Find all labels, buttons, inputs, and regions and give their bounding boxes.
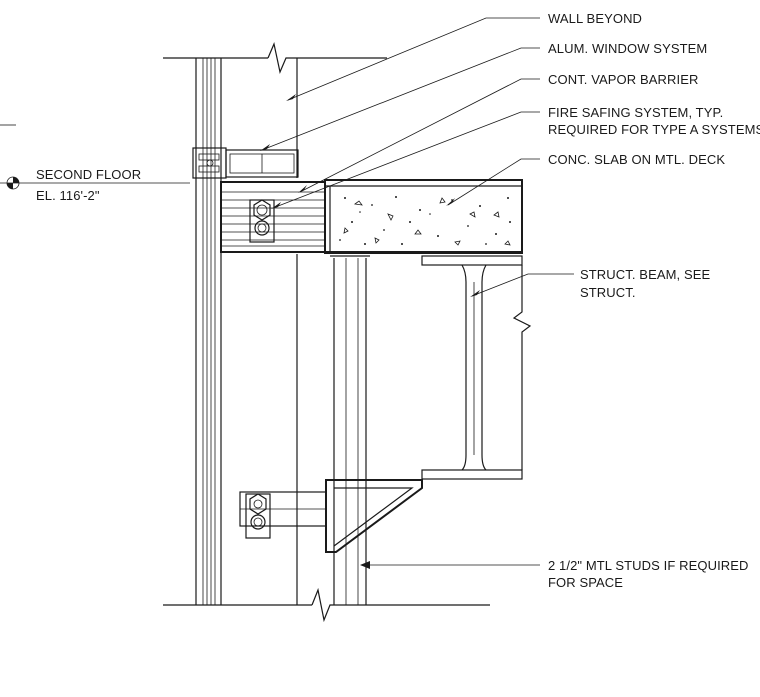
arrow-vapor-barrier <box>298 185 307 193</box>
arrow-studs <box>360 561 370 569</box>
concrete-slab <box>324 179 523 254</box>
frame-profile-bottom <box>198 165 220 173</box>
concrete-hatch <box>339 196 511 245</box>
note-fire-safing-line-2: REQUIRED FOR TYPE A SYSTEMS <box>548 122 760 137</box>
note-studs-line-2: FOR SPACE <box>548 575 623 590</box>
level-target-quadrant-1 <box>13 177 19 183</box>
note-struct-beam-line-2: STRUCT. <box>580 285 636 300</box>
slab-outline <box>324 179 523 254</box>
window-frame-profile <box>192 147 299 179</box>
frame-gasket <box>206 159 214 167</box>
leader-vapor-barrier <box>299 78 540 193</box>
bracket-anchor-washer <box>250 514 266 530</box>
safing-anchor-bolt-1 <box>256 204 268 216</box>
level-name: SECOND FLOOR <box>36 167 141 182</box>
note-struct-beam-line-1: STRUCT. BEAM, SEE <box>580 267 711 282</box>
concrete-aggregate <box>343 197 511 246</box>
window-mullion <box>195 58 222 605</box>
beam-top-flange <box>421 255 523 266</box>
wall-bottom-break-line <box>311 587 490 623</box>
note-conc-slab: CONC. SLAB ON MTL. DECK <box>548 152 725 167</box>
leader-fire-safing <box>272 111 540 209</box>
bracket-stiffener <box>333 487 414 547</box>
note-vapor-barrier: CONT. VAPOR BARRIER <box>548 72 698 87</box>
steel-beam <box>330 255 532 480</box>
beam-web-right <box>481 264 487 471</box>
level-marker: SECOND FLOOR EL. 116'-2" <box>0 124 190 203</box>
support-bracket <box>239 479 423 553</box>
arrow-window-system <box>260 144 270 151</box>
leader-window-system <box>261 47 540 151</box>
safing-anchor-nut-icon <box>253 199 271 221</box>
note-wall-beyond: WALL BEYOND <box>548 11 642 26</box>
wall-beyond <box>163 42 490 623</box>
safing-anchor-washer <box>254 220 270 236</box>
frame-profile-top <box>198 153 220 161</box>
leader-wall-beyond <box>287 17 540 101</box>
safing-anchor-bolt-2 <box>257 223 267 233</box>
metal-studs <box>333 258 367 605</box>
note-window-system: ALUM. WINDOW SYSTEM <box>548 41 707 56</box>
bracket-anchor-bolt-2 <box>253 517 263 527</box>
leader-conc-slab <box>447 158 540 206</box>
wall-top-break-line <box>267 42 387 74</box>
beam-bottom-flange <box>421 469 523 480</box>
arrow-fire-safing <box>271 202 281 209</box>
note-fire-safing-line-1: FIRE SAFING SYSTEM, TYP. <box>548 105 723 120</box>
level-elevation: EL. 116'-2" <box>36 188 100 203</box>
fire-safing <box>220 181 326 253</box>
arrow-wall-beyond <box>286 94 296 101</box>
leader-struct-beam <box>471 273 574 297</box>
bracket-anchor-bolt-1 <box>253 499 263 509</box>
bracket-outline <box>325 479 423 553</box>
level-target-quadrant-2 <box>7 183 13 189</box>
beam-web-left <box>461 264 467 471</box>
beam-break-line <box>512 265 532 470</box>
leader-lines <box>260 17 574 569</box>
arrow-conc-slab <box>446 198 455 206</box>
arrow-struct-beam <box>470 290 480 297</box>
bracket-anchor-nut-icon <box>249 493 267 515</box>
note-studs-line-1: 2 1/2" MTL STUDS IF REQUIRED <box>548 558 749 573</box>
annotation-notes: WALL BEYOND ALUM. WINDOW SYSTEM CONT. VA… <box>548 11 760 590</box>
